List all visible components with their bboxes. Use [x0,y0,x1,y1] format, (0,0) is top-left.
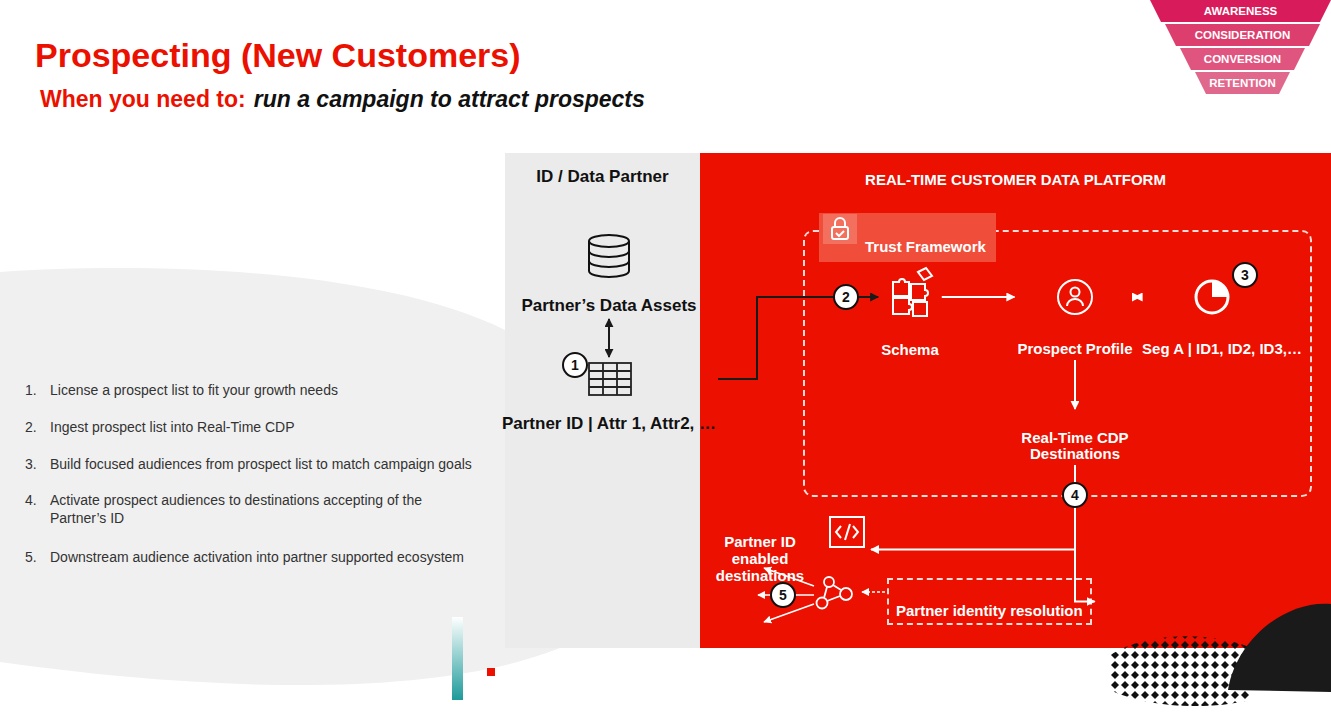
profile-icon [1067,299,1083,306]
table-icon [589,363,631,395]
database-icon [589,251,629,257]
node-text: Seg A | ID1, ID2, ID3,… [1142,322,1302,357]
code-destination-icon [830,517,864,547]
ecosystem-arrows [764,604,814,622]
node-text: REAL-TIME CUSTOMER DATA PLATFORM [700,153,1331,188]
step-number: 2. [25,418,37,436]
step-number: 3. [25,455,37,473]
partner-id-node: Partner ID | Attr 1, Attr2, … [502,360,716,434]
code-destination-icon [836,526,841,538]
table-icon [589,363,631,395]
node-text: Partner ID | Attr 1, Attr2, … [502,400,716,434]
step-text: Ingest prospect list into Real-Time CDP [50,418,295,436]
node-text: Partner identity resolution [896,584,1083,619]
node-text: Partner’s Data Assets [521,282,696,316]
ecosystem-icon [817,598,828,609]
segment-pie-icon [1196,281,1228,313]
step-number: 4. [25,491,37,509]
lock-icon [836,231,844,236]
ecosystem-icon [824,585,841,601]
slide-title: Prospecting (New Customers) [35,36,521,75]
cdp-panel: REAL-TIME CUSTOMER DATA PLATFORM Trust Fr… [700,153,1331,648]
callout-number: 1 [562,352,588,378]
destinations-node: Real-Time CDP Destinations [1005,412,1145,462]
schema-puzzle-icon [918,268,932,280]
code-destination-icon [845,524,850,540]
profile-icon [1058,280,1092,314]
partner-panel [505,153,700,648]
database-icon [589,241,629,277]
database-icon [589,235,629,277]
enabled-destinations-node: Partner ID enabled destinations [698,515,868,584]
step-text: License a prospect list to fit your grow… [50,381,338,399]
schema-puzzle-icon [893,279,909,296]
node-text: CONVERSION [1180,48,1305,70]
node-text: AWARENESS [1150,0,1331,22]
grey-ground [0,268,560,685]
node-text: Prospect Profile [1017,322,1132,357]
node-text: ID / Data Partner [505,153,700,187]
lock-icon [835,218,845,227]
gradient-bar [452,617,463,700]
lock-icon [823,214,857,244]
connector [608,319,610,357]
schema-puzzle-icon [893,298,912,314]
connector [871,465,1075,550]
schema-node: Schema [881,275,939,358]
segment-node: Seg A | ID1, ID2, ID3,… [1142,278,1302,357]
code-destination-icon [853,526,858,538]
ecosystem-arrows [862,591,885,593]
subtitle-text: run a campaign to attract prospects [254,86,645,113]
lock-icon [823,214,857,244]
profile-icon [1071,288,1080,297]
database-icon [589,235,629,247]
step-number: 1. [25,381,37,399]
partner-panel: ID / Data PartnerPartner’s Data AssetsPa… [505,153,700,648]
connector [1135,296,1141,298]
schema-puzzle-icon [893,268,932,316]
red-square [487,668,495,676]
lock-icon [832,227,848,239]
callout-number: 3 [1232,262,1258,288]
funnel-band: RETENTION [1195,72,1290,94]
schema-puzzle-icon [911,284,928,300]
ecosystem-icon [840,588,852,600]
schema-puzzle-icon [913,302,927,316]
connector [942,296,1015,298]
black-blob [1228,604,1331,692]
funnel-band: CONSIDERATION [1165,24,1320,46]
callout-number: 5 [770,582,796,608]
code-destination-icon [830,517,864,547]
profile-node: Prospect Profile [1017,278,1132,357]
step-number: 5. [25,548,37,566]
step-text: Activate prospect audiences to destinati… [50,491,470,527]
callout-number: 4 [1062,482,1088,508]
data-assets-node: Partner’s Data Assets [521,234,696,316]
node-text: CONSIDERATION [1165,24,1320,46]
connector [1074,360,1076,409]
node-text: Partner ID enabled destinations [698,515,822,584]
table-icon [589,363,631,395]
step-text: Downstream audience activation into part… [50,548,464,566]
funnel-band: CONVERSION [1180,48,1305,70]
segment-pie-icon [1212,281,1228,297]
node-text: Schema [881,323,939,358]
identity-resolution-box: Partner identity resolution [887,578,1092,625]
node-text: RETENTION [1195,72,1290,94]
trust-heading-patch: Trust Framework [819,213,996,262]
ecosystem-icon [824,577,834,587]
funnel-band: AWARENESS [1150,0,1331,22]
ecosystem-icon [817,577,853,609]
profile-icon [1058,280,1092,314]
segment-pie-icon [1196,281,1228,313]
connector [718,297,878,379]
callout-number: 2 [833,284,859,310]
node-text: Trust Framework [865,220,986,255]
database-icon [589,261,629,267]
step-text: Build focused audiences from prospect li… [50,455,472,473]
subtitle-lead: When you need to: [40,86,246,113]
node-text: Real-Time CDP Destinations [1005,412,1145,462]
